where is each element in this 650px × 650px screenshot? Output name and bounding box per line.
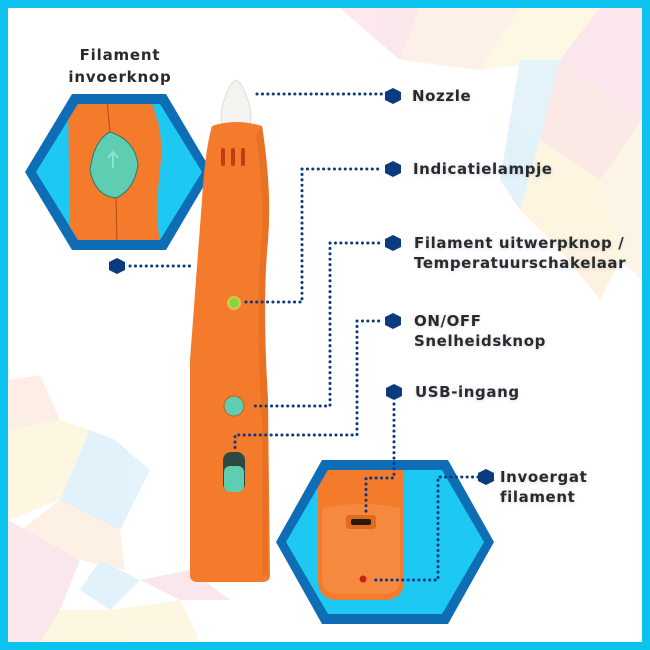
vent-slot xyxy=(231,148,235,166)
leader-indicator xyxy=(240,167,385,304)
filament-feed-hole xyxy=(359,575,367,583)
label-power-line-2: Snelheidsknop xyxy=(414,332,546,350)
title-line-2: invoerknop xyxy=(68,68,172,86)
filament-button-inset xyxy=(25,94,212,250)
label-eject-line-2: Temperatuurschakelaar xyxy=(414,254,627,272)
hexagon-markers xyxy=(109,88,494,485)
pen-body xyxy=(190,122,270,582)
power-switch[interactable] xyxy=(224,466,244,492)
filament-invoerknop-title: Filament invoerknop xyxy=(50,44,190,88)
leader-eject xyxy=(252,241,385,408)
arrow-up-icon xyxy=(107,150,119,168)
led-indicator-icon xyxy=(229,298,239,308)
title-line-1: Filament xyxy=(79,46,161,64)
usb-port-icon xyxy=(351,519,371,525)
hexagon-marker-icon xyxy=(109,258,125,274)
vent-slot xyxy=(241,148,245,166)
label-feed: Invoergat filament xyxy=(500,467,587,507)
vent-slot xyxy=(221,148,225,166)
hexagon-marker-icon xyxy=(478,469,494,485)
3d-pen xyxy=(190,79,270,582)
hexagon-marker-icon xyxy=(385,313,401,329)
label-power-line-1: ON/OFF xyxy=(414,312,482,330)
eject-button[interactable] xyxy=(223,395,245,417)
hexagon-marker-icon xyxy=(385,161,401,177)
nozzle-tip xyxy=(220,79,252,125)
leader-lines xyxy=(128,92,480,582)
label-eject-line-1: Filament uitwerpknop / xyxy=(414,234,625,252)
label-usb: USB-ingang xyxy=(415,383,520,401)
hexagon-marker-icon xyxy=(386,384,402,400)
hexagon-marker-icon xyxy=(385,88,401,104)
label-feed-line-2: filament xyxy=(500,488,576,506)
hexagon-marker-icon xyxy=(385,235,401,251)
label-nozzle: Nozzle xyxy=(412,87,472,105)
leader-power xyxy=(233,319,385,450)
label-eject: Filament uitwerpknop / Temperatuurschake… xyxy=(414,233,626,273)
label-power: ON/OFF Snelheidsknop xyxy=(414,311,546,351)
label-indicator: Indicatielampje xyxy=(413,160,553,178)
label-feed-line-1: Invoergat xyxy=(500,468,588,486)
usb-inset xyxy=(276,460,494,624)
leader-feed xyxy=(370,475,480,582)
leader-usb xyxy=(364,402,396,514)
